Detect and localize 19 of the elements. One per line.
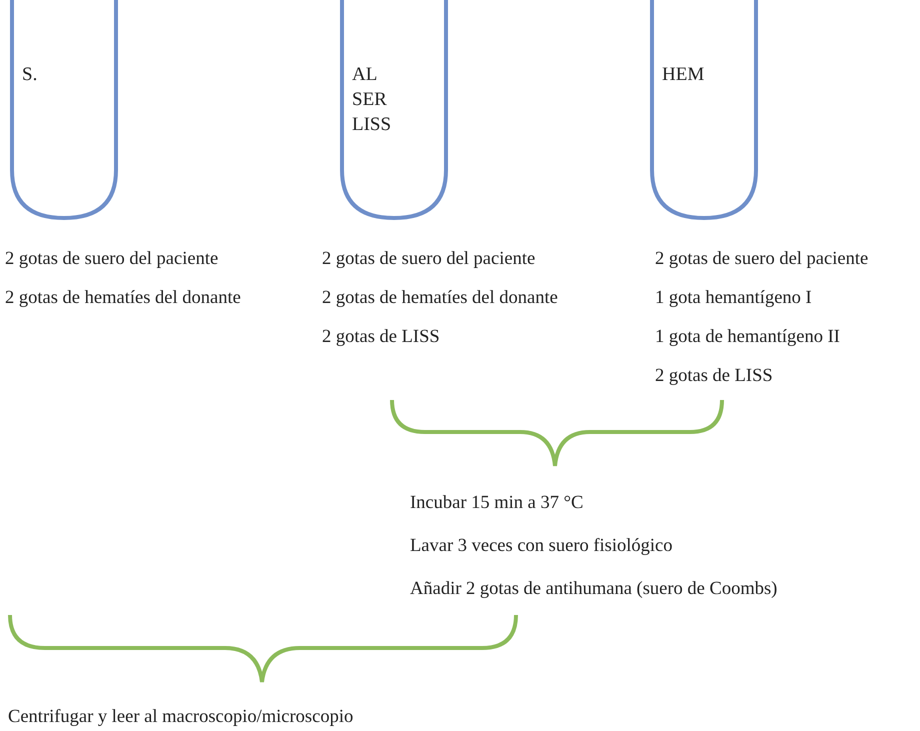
procedure-step: 2 gotas de suero del paciente (5, 248, 218, 270)
procedure-step: 2 gotas de suero del paciente (655, 248, 868, 270)
procedure-step: Incubar 15 min a 37 °C (410, 492, 584, 514)
tube-label: HEM (662, 63, 706, 87)
procedure-step: 2 gotas de hematíes del donante (5, 287, 241, 309)
procedure-step: Centrifugar y leer al macroscopio/microscopio (8, 706, 354, 728)
test-tube (8, 0, 120, 222)
procedure-step: 2 gotas de suero del paciente (322, 248, 536, 270)
procedure-step: 2 gotas de LISS (322, 326, 440, 348)
procedure-step: 2 gotas de hematíes del donante (322, 287, 558, 309)
tube-label: S. (22, 63, 38, 87)
test-tube (338, 0, 450, 222)
tube-label: AL SER LISS (352, 63, 392, 137)
test-tube (648, 0, 760, 222)
procedure-step: 2 gotas de LISS (655, 365, 773, 387)
procedure-step: Lavar 3 veces con suero fisiológico (410, 535, 673, 557)
procedure-step: Añadir 2 gotas de antihumana (suero de Coombs) (410, 578, 778, 600)
procedure-step: 1 gota de hemantígeno II (655, 326, 840, 348)
procedure-step: 1 gota hemantígeno I (655, 287, 812, 309)
